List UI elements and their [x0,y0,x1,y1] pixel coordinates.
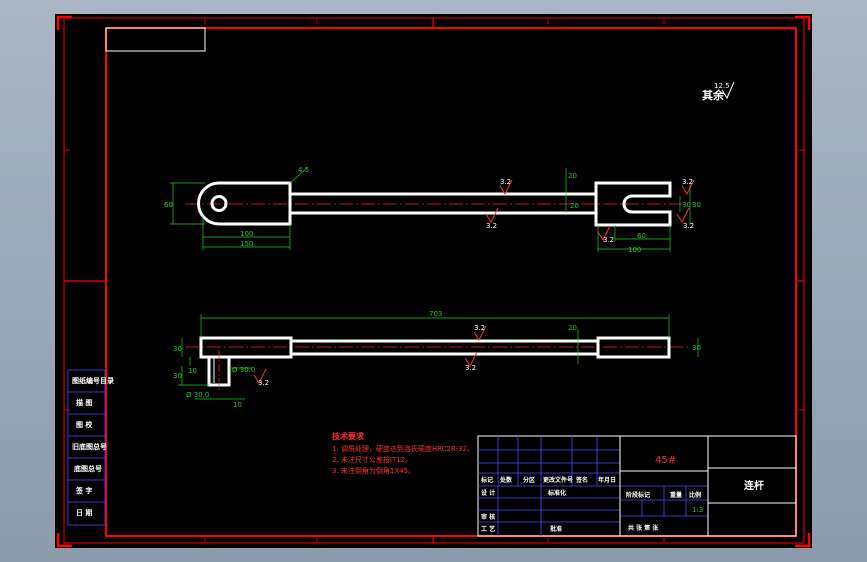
dim-front-left-h2: 10 [188,367,197,375]
title-scale-value: 1:3 [692,506,703,514]
dim-top-height-left: 60 [164,201,173,209]
left-col-6: 日 期 [76,508,92,517]
title-block [477,435,797,537]
left-col-3: 旧底图总号 [72,442,107,451]
left-col-0: 图纸编号目录 [72,376,114,385]
rev-header-1: 处数 [499,476,513,484]
rev-header-4: 签名 [575,476,588,484]
dim-front-left-h1: 30 [173,345,182,353]
dim-front-right-h: 30 [692,344,701,352]
dim-front-boss-dia: Ø 30.0 [232,366,255,374]
title-design-label: 设 计 [481,489,495,497]
top-rough-2: 3.2 [486,222,497,230]
dim-front-rod-dia: 20 [568,324,577,332]
code-box [105,27,206,52]
front-right-head [596,336,671,359]
rev-header-0: 标记 [480,476,493,484]
top-left-eye [197,181,292,226]
title-stage-label: 阶段标记 [626,491,650,499]
left-col-5: 签 字 [75,486,92,495]
title-process-label: 工 艺 [481,525,495,533]
roughness-main-value: 12.5 [714,82,730,90]
tech-req-1: 1. 调质处理，硬度达到洛氏硬度HRC28-32。 [332,444,474,453]
roughness-other: 其余 12.5 [702,81,735,102]
dim-top-right-h2: 30 [692,201,701,209]
tech-req-title: 技术要求 [332,431,365,441]
top-roughness-marks [485,179,695,242]
dim-top-rod-dia: 20 [570,202,579,210]
drawing-area[interactable] [55,14,812,548]
inner-frame [105,27,797,537]
rev-header-2: 分区 [523,476,535,484]
tech-req-2: 2. 未注尺寸公差按IT12。 [332,455,412,464]
dim-top-right-b: 100 [628,246,641,254]
left-column-table [67,369,106,526]
title-check-label: 审 核 [481,513,495,521]
front-roughness-marks [253,325,487,385]
left-col-4: 底图总号 [74,464,102,473]
top-rough-3: 3.2 [682,178,693,186]
top-rough-4: 3.2 [683,222,694,230]
top-left-hole [210,195,228,212]
title-weight-label: 重量 [670,491,682,499]
top-right-fork [594,181,672,227]
front-view[interactable]: 703 20 30 30 10 30 Ø 30.0 Ø 30.0 10 3.2 … [173,310,701,409]
rev-header-3: 更改文件号 [543,476,573,484]
dim-top-chamfer: 4.5 [298,166,309,174]
title-approve-label: 批准 [550,525,562,533]
top-rough-5: 3.2 [603,236,614,244]
corner-brackets [56,15,811,548]
front-rough-2: 3.2 [465,364,476,372]
left-col-2: 图 校 [76,420,93,429]
dim-front-overall: 703 [429,310,442,318]
zone-ticks [64,18,804,543]
rev-header-5: 年月日 [598,476,616,484]
dim-top-slot-a: 100 [240,230,253,238]
dim-top-right-a: 60 [637,232,646,240]
dim-top-slot-b: 150 [240,240,253,248]
front-dimensions [178,314,699,400]
front-rough-1: 3.2 [474,324,485,332]
title-standard-label: 标准化 [547,489,566,497]
dim-front-hole-dia: Ø 30.0 [186,391,209,399]
title-material: 45# [655,455,676,466]
title-part-name: 连杆 [744,479,764,492]
front-rough-3: 3.2 [258,379,269,387]
dim-front-boss-depth: 10 [233,401,242,409]
roughness-other-label: 其余 [702,88,725,102]
title-scale-label: 比例 [689,491,701,499]
dim-top-rod-top: 20 [568,172,577,180]
top-view[interactable]: 60 100 150 4.5 20 20 60 100 30 30 3.2 3.… [164,166,701,254]
top-rough-1: 3.2 [500,178,511,186]
left-col-1: 描 图 [76,398,92,407]
tech-requirements: 技术要求 1. 调质处理，硬度达到洛氏硬度HRC28-32。 2. 未注尺寸公差… [332,431,474,475]
tech-req-3: 3. 未注倒角为倒角1X45。 [332,466,415,475]
dim-top-right-h1: 30 [682,201,691,209]
dim-front-left-h3: 30 [173,372,182,380]
title-sheet-label: 共 张 第 张 [628,524,659,532]
centering-marks [64,18,804,543]
top-dimensions [170,167,691,252]
